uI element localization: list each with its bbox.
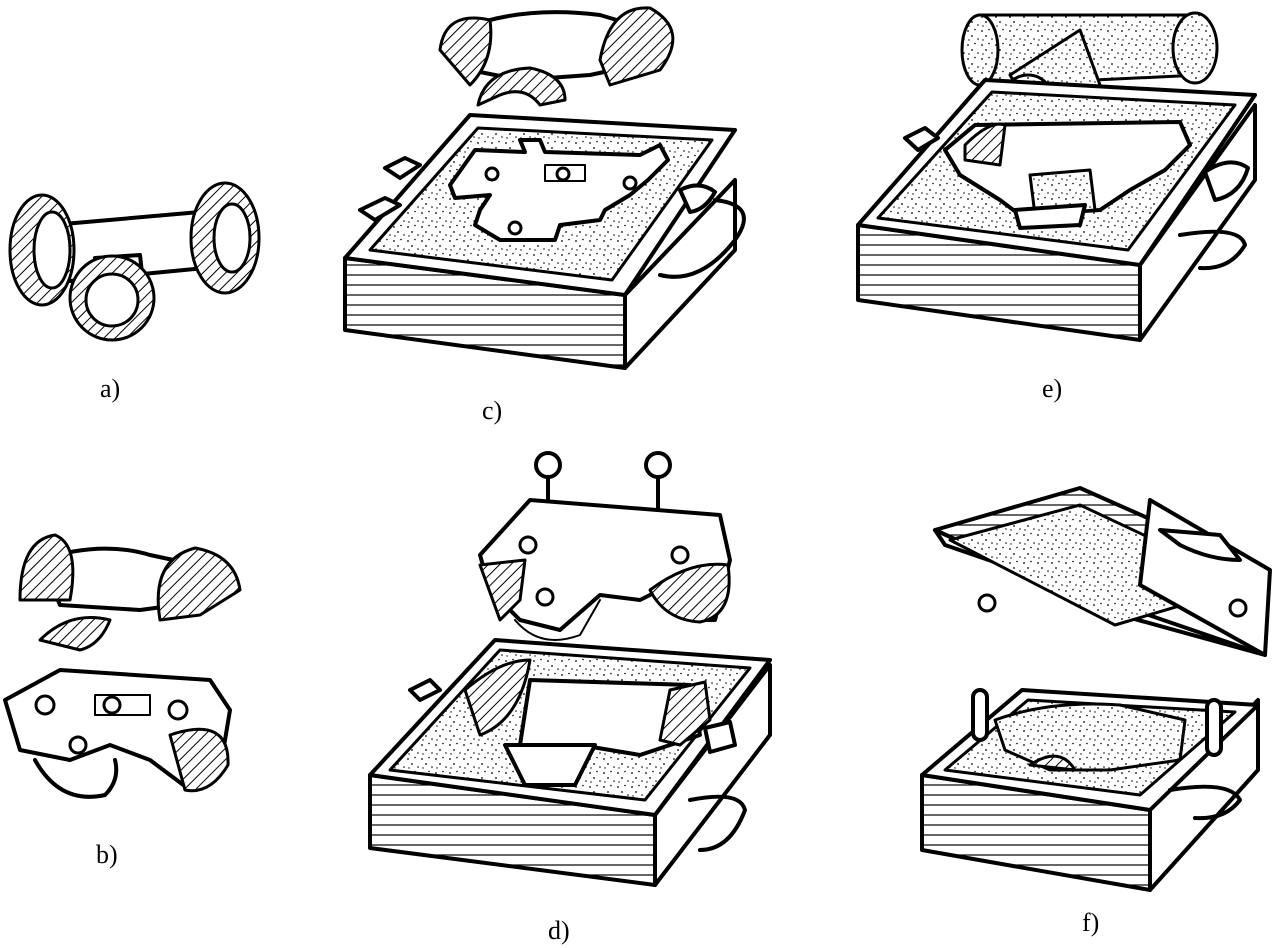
panel-label-b: b)	[96, 840, 118, 869]
panel-label-e: e)	[1042, 374, 1063, 403]
panel-label-d: d)	[548, 916, 570, 945]
panel-f-closing	[920, 486, 1272, 892]
panel-d-cope-lifted	[368, 451, 772, 887]
panel-label-f: f)	[1082, 908, 1100, 937]
panel-label-a: a)	[100, 374, 121, 403]
panel-c-drag-flask	[343, 6, 746, 370]
panel-label-c: c)	[482, 396, 503, 425]
panel-a-casting	[8, 181, 261, 342]
panel-e-ramming	[856, 11, 1257, 342]
panel-b-pattern	[3, 533, 242, 799]
